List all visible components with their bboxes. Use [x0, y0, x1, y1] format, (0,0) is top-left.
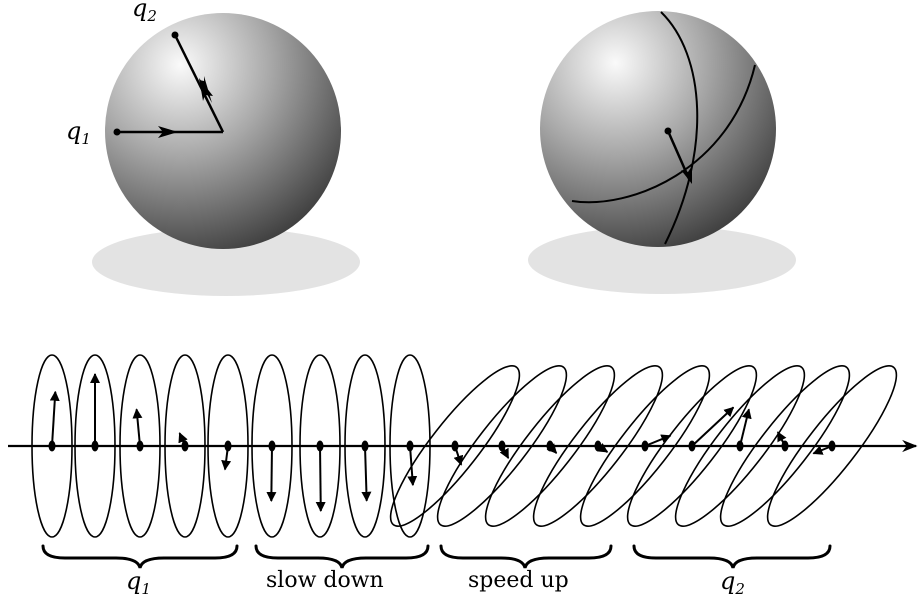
fiber-ellipse	[626, 365, 758, 527]
fiber-vector	[597, 442, 609, 453]
fiber-ellipse	[766, 365, 898, 527]
fiber-vector	[644, 434, 672, 447]
fiber-vector	[546, 443, 558, 454]
fiber-ellipse	[532, 365, 664, 527]
q1-point	[113, 128, 121, 136]
fiber-ellipse	[719, 365, 851, 527]
fiber-ellipse	[484, 365, 616, 527]
fiber-vector	[266, 445, 277, 502]
fiber-ellipse	[436, 365, 568, 527]
group-label-speed-up: speed up	[468, 568, 569, 593]
fiber-vectors	[48, 373, 836, 512]
fiber-vector	[691, 406, 735, 447]
q2-point	[171, 31, 179, 39]
fiber-vector	[499, 445, 510, 459]
fiber-vector	[221, 445, 232, 471]
brace-slow-down	[254, 544, 430, 569]
right-sphere	[540, 11, 776, 247]
fiber-bundle	[8, 354, 918, 538]
right-vector-arrowhead	[681, 166, 692, 184]
q2-top-label: q2	[132, 0, 157, 25]
group-label-slow-down: slow down	[266, 568, 384, 593]
fiber-vector	[315, 445, 326, 512]
fiber-vector	[812, 445, 833, 455]
q2-vector-line	[173, 34, 225, 133]
fiber-ellipse	[579, 365, 711, 527]
group-label-q1: q1	[126, 567, 151, 598]
fiber-vector	[776, 431, 787, 447]
fiber-vector	[407, 445, 418, 487]
fiber-ellipse	[674, 365, 806, 527]
braces	[41, 544, 832, 569]
q1-vector-arrowhead	[158, 126, 178, 138]
great-circle-arc-1	[660, 11, 699, 245]
brace-speed-up	[439, 544, 613, 569]
left-sphere-group: q1 q2	[66, 0, 360, 296]
right-vector-origin	[664, 127, 672, 135]
q1-top-label: q1	[66, 117, 91, 148]
fiber-vector	[361, 445, 372, 502]
q2-arrow-tip	[199, 78, 213, 101]
fiber-vector	[49, 390, 60, 447]
fiber-vector	[132, 408, 143, 447]
great-circle-arc-2	[571, 64, 756, 204]
fiber-vector	[739, 408, 752, 447]
fiber-vector	[178, 432, 188, 447]
group-label-q2: q2	[720, 567, 745, 598]
brace-q1	[41, 544, 239, 569]
fiber-vector	[453, 445, 464, 466]
right-sphere-shadow	[528, 226, 796, 294]
left-sphere-shadow	[92, 228, 360, 296]
fiber-ellipse	[389, 365, 521, 527]
right-sphere-group	[528, 11, 796, 294]
brace-q2	[632, 544, 832, 569]
